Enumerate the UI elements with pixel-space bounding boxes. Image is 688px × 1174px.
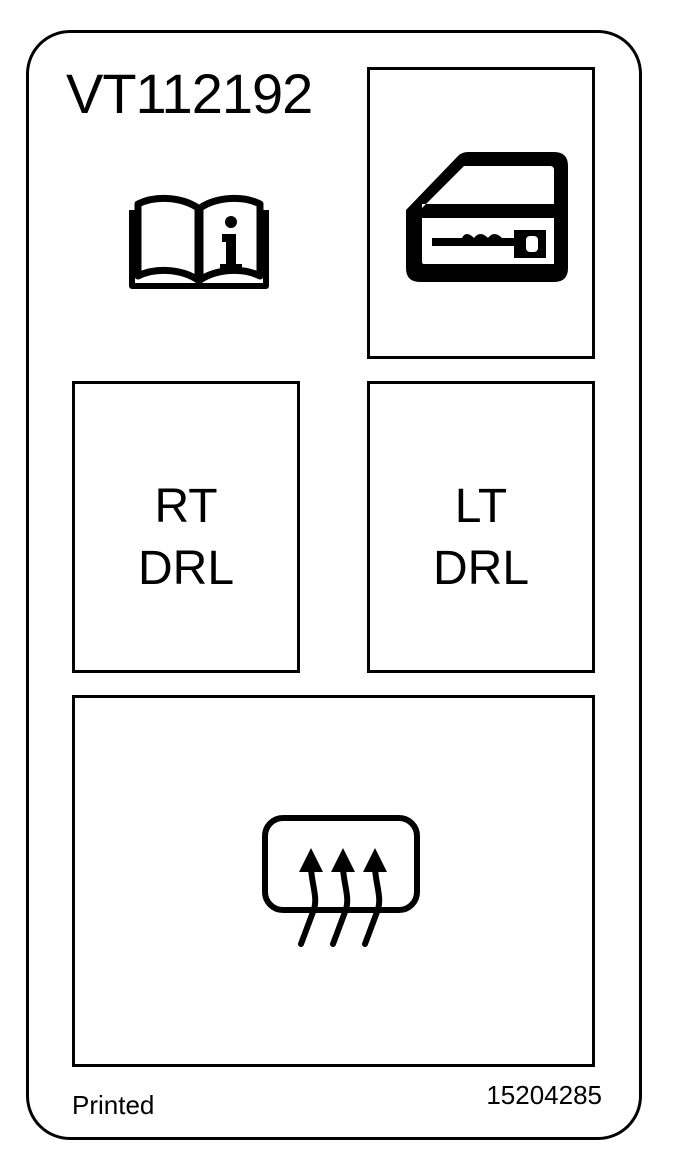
part-code: VT112192: [66, 62, 313, 125]
lt-drl-label: DRL: [432, 542, 530, 595]
printed-note: Printed: [72, 1090, 155, 1120]
rear-window-defrost-icon: [262, 815, 420, 947]
part-number: 15204285: [486, 1080, 602, 1110]
rt-drl-label: DRL: [137, 542, 235, 595]
owner-manual-info-icon: [129, 194, 269, 289]
lt-drl-fuse-cell: LT DRL: [367, 381, 595, 673]
door-lock-icon: [406, 152, 568, 282]
lt-label: LT: [454, 480, 508, 533]
rt-label: RT: [154, 480, 218, 533]
rear-defrost-panel: [72, 695, 595, 1067]
rt-drl-text: RT DRL: [75, 476, 297, 600]
rt-drl-fuse-cell: RT DRL: [72, 381, 300, 673]
door-lock-panel: [367, 67, 595, 359]
lt-drl-text: LT DRL: [370, 476, 592, 600]
fuse-label-outline: [26, 30, 642, 1140]
